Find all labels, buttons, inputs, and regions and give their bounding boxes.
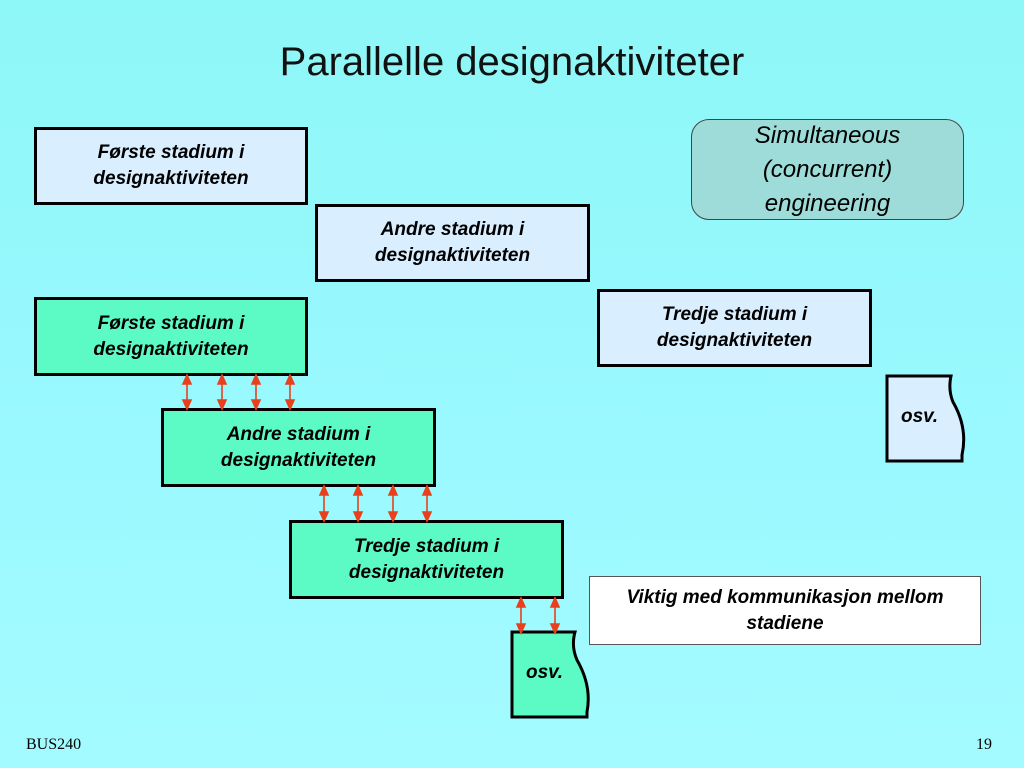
sequential-stage-3-box: Tredje stadium i designaktiviteten <box>597 289 872 367</box>
sequential-etc-label: osv. <box>901 406 938 427</box>
sequential-etc-shape <box>885 374 966 463</box>
parallel-stage-2-label: Andre stadium i designaktiviteten <box>220 423 377 471</box>
arrow-2-3-b <box>352 484 364 523</box>
parallel-etc-shape <box>510 630 590 719</box>
communication-note-text: Viktig med kommunikasjon mellom stadiene <box>626 586 944 634</box>
footer-course-code: BUS240 <box>26 736 82 753</box>
arrow-1-2-d <box>284 373 296 411</box>
parallel-stage-3-label: Tredje stadium i designaktiviteten <box>348 535 505 583</box>
arrow-3-etc-b <box>549 596 561 635</box>
parallel-etc-label: osv. <box>526 662 563 683</box>
sequential-stage-1-box: Første stadium i designaktiviteten <box>34 127 308 205</box>
parallel-stage-1-label: Første stadium i designaktiviteten <box>93 312 249 360</box>
arrow-2-3-c <box>387 484 399 523</box>
arrow-2-3-a <box>318 484 330 523</box>
arrow-1-2-c <box>250 373 262 411</box>
concurrent-engineering-text: Simultaneous (concurrent) engineering <box>754 121 901 217</box>
parallel-stage-1-box: Første stadium i designaktiviteten <box>34 297 308 376</box>
sequential-stage-2-label: Andre stadium i designaktiviteten <box>374 219 531 266</box>
concurrent-engineering-label: Simultaneous (concurrent) engineering <box>691 119 964 220</box>
sequential-stage-2-box: Andre stadium i designaktiviteten <box>315 204 590 282</box>
arrow-2-3-d <box>421 484 433 523</box>
parallel-stage-2-box: Andre stadium i designaktiviteten <box>161 408 436 487</box>
arrow-3-etc-a <box>515 596 527 635</box>
sequential-stage-1-label: Første stadium i designaktiviteten <box>93 142 249 189</box>
communication-note: Viktig med kommunikasjon mellom stadiene <box>589 576 981 645</box>
footer-page-number: 19 <box>976 736 992 753</box>
communication-arrows <box>181 373 561 635</box>
slide-title: Parallelle designaktiviteter <box>279 40 745 84</box>
sequential-stage-3-label: Tredje stadium i designaktiviteten <box>656 304 813 351</box>
arrow-1-2-a <box>181 373 193 411</box>
parallel-stage-3-box: Tredje stadium i designaktiviteten <box>289 520 564 599</box>
arrow-1-2-b <box>216 373 228 411</box>
